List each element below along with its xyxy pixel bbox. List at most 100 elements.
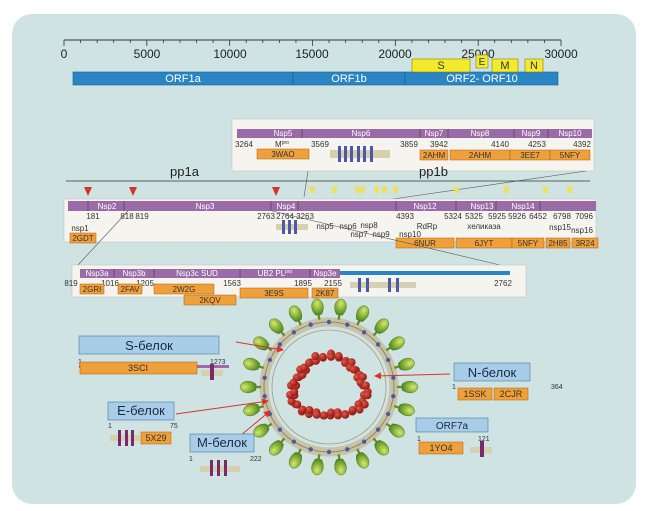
- nucleocapsid-bead: [305, 405, 314, 414]
- membrane-protein-icon: [350, 278, 416, 292]
- pointer-arrow: [235, 341, 284, 353]
- orf2-10-label: ORF2- ORF10: [446, 73, 518, 85]
- nsp6-label: Nsp6: [352, 129, 371, 138]
- nucleocapsid-bead: [363, 391, 372, 400]
- pos-label: 4393: [396, 212, 414, 221]
- e-protein-label: E-белок: [117, 403, 165, 418]
- nsp3-label: Nsp3: [196, 202, 215, 211]
- gene-e-label: E: [479, 57, 486, 68]
- spike: [243, 357, 265, 371]
- ub2-plpro-label: UB2 PLpro: [258, 269, 293, 278]
- nucleocapsid-bead: [320, 411, 329, 420]
- gene-n-label: N: [530, 60, 538, 72]
- spike: [334, 298, 347, 320]
- nsp6-small-label: nsp6: [339, 222, 357, 231]
- pos-label: 4253: [528, 140, 546, 149]
- pp1b-label: pp1b: [419, 164, 448, 179]
- nsp14-label: Nsp14: [511, 202, 535, 211]
- pos-label: 819: [64, 279, 78, 288]
- nucleocapsid-bead: [287, 397, 296, 406]
- membrane-dot: [308, 322, 313, 327]
- pos-label: 1205: [136, 279, 154, 288]
- nsp5-10-panel: Nsp5 Nsp6 Nsp7 Nsp8 Nsp9 Nsp10 3264 Mpro…: [231, 118, 595, 172]
- nsp10-label: Nsp10: [558, 129, 582, 138]
- pdb-label: 1SSK: [463, 389, 486, 399]
- pdb-box: [153, 283, 215, 295]
- nucleocapsid-bead: [341, 410, 350, 419]
- nucleocapsid-bead: [298, 405, 307, 414]
- membrane-dot: [308, 447, 313, 452]
- spike: [268, 318, 286, 337]
- nsp2-label: Nsp2: [98, 202, 117, 211]
- spike: [393, 403, 415, 417]
- pos-label: 3569: [311, 140, 329, 149]
- pos-label: 819: [135, 212, 149, 221]
- pointer-arrow: [239, 410, 271, 437]
- nsp3a-label: Nsp3a: [85, 269, 109, 278]
- scale-tick-label: 0: [61, 47, 68, 61]
- nsp3c-label: Nsp3c SUD: [176, 269, 218, 278]
- pdb-label: 3WAO: [271, 150, 294, 159]
- nsp3-domain-panel: Nsp3a Nsp3b Nsp3c SUD UB2 PLpro Nsp3e 81…: [64, 264, 527, 306]
- pdb-box: [79, 283, 105, 295]
- pos-label: 1273: [210, 359, 226, 366]
- n-protein-label: N-белок: [468, 365, 517, 380]
- orf1b-label: ORF1b: [331, 73, 366, 85]
- genome-scale: 0 5000 10000 15000 20000 25000 30000 ORF…: [61, 39, 578, 86]
- nucleocapsid-bead: [318, 352, 327, 361]
- gene-e-box: [475, 54, 489, 69]
- spike: [243, 403, 265, 417]
- cleavage-arrow-icon: [84, 187, 280, 196]
- nucleocapsid-bead: [349, 365, 358, 374]
- pdb-box: [419, 149, 449, 161]
- orf1a-label: ORF1a: [165, 73, 201, 85]
- pos-label: 3859: [400, 140, 418, 149]
- virion-illustration: [239, 298, 419, 476]
- pdb-box: [69, 232, 97, 244]
- pos-label: 818: [120, 212, 134, 221]
- nsp3e-label: Nsp3e: [313, 269, 337, 278]
- gene-m-label: M: [500, 60, 509, 72]
- orf7a-card: ORF7a 1 121 1YO4: [415, 417, 492, 457]
- scale-tick-label: 15000: [295, 47, 329, 61]
- nsp5-label: Nsp5: [274, 129, 293, 138]
- nucleocapsid-bead: [333, 411, 342, 420]
- pos-label: 3263: [296, 212, 314, 221]
- nsp9-small-label: nsp9: [372, 230, 390, 239]
- pdb-label: 2GDT: [72, 234, 93, 243]
- helicase-label: хеликаза: [467, 222, 501, 231]
- m-protein-label: M-белок: [197, 435, 247, 450]
- pos-label: 3264: [235, 140, 253, 149]
- pdb-label: 2GRI: [83, 285, 102, 294]
- membrane-dot: [361, 439, 367, 444]
- pdb-label: 2AHM: [469, 151, 492, 160]
- nucleocapsid-bead: [355, 405, 364, 414]
- spike: [253, 422, 273, 438]
- pos-label: 6798: [553, 212, 571, 221]
- pdb-label: 3SCI: [128, 363, 148, 373]
- spike: [288, 305, 302, 326]
- pdb-label: 5NFY: [518, 239, 539, 248]
- pdb-box: [493, 387, 529, 401]
- nucleocapsid-bead: [311, 352, 320, 361]
- spike: [356, 305, 370, 326]
- membrane-dot: [385, 411, 391, 417]
- membrane-dot: [361, 330, 367, 335]
- nsp7-small-label: nsp7: [350, 230, 368, 239]
- pdb-label: 2AHM: [423, 151, 446, 160]
- spike: [268, 437, 286, 456]
- membrane-dot: [262, 394, 267, 399]
- spike: [385, 336, 405, 352]
- orf7a-label: ORF7a: [436, 421, 469, 432]
- pdb-label: 2FAV: [121, 285, 141, 294]
- pdb-box: [549, 149, 591, 161]
- spike: [311, 298, 324, 320]
- pdb-label: 2K87: [316, 289, 335, 298]
- membrane-dot: [375, 342, 381, 347]
- e-protein-card: E-белок 1 75 5X29: [107, 401, 178, 446]
- membrane-protein-icon: [276, 220, 308, 234]
- nucleocapsid-bead: [360, 400, 369, 409]
- pdb-label: 2KQV: [199, 296, 221, 305]
